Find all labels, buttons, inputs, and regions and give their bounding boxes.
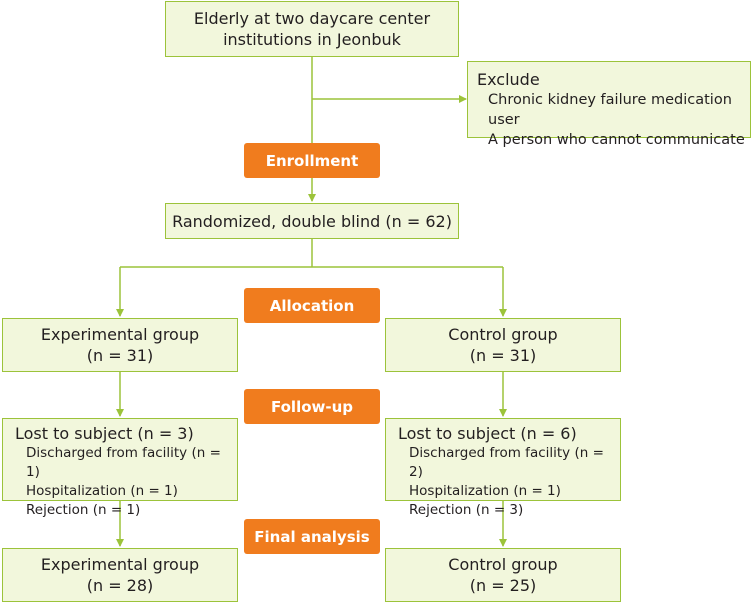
exclude-box: Exclude Chronic kidney failure medicatio… — [467, 61, 751, 148]
experimental-followup-box: Lost to subject (n = 3) Discharged from … — [2, 418, 238, 518]
lost-reason: Hospitalization (n = 1) — [26, 483, 178, 499]
group-count: (n = 25) — [469, 576, 537, 595]
exclude-title: Exclude — [477, 70, 540, 89]
experimental-allocation-box: Experimental group (n = 31) — [2, 318, 238, 372]
randomized-text: Randomized, double blind (n = 62) — [172, 211, 452, 231]
group-label: Experimental group — [40, 555, 200, 574]
group-label: Experimental group — [40, 325, 200, 344]
lost-reason: Discharged from facility (n = 2) — [409, 445, 604, 480]
source-line-2: institutions in Jeonbuk — [223, 30, 401, 49]
experimental-final-box: Experimental group (n = 28) — [2, 548, 238, 602]
lost-reason: Rejection (n = 3) — [409, 502, 524, 518]
control-final-box: Control group (n = 25) — [385, 548, 621, 602]
stage-label-followup: Follow-up — [244, 389, 380, 424]
stage-label-allocation: Allocation — [244, 288, 380, 323]
source-population-box: Elderly at two daycare center institutio… — [165, 1, 459, 57]
lost-reason: Hospitalization (n = 1) — [409, 483, 561, 499]
group-count: (n = 28) — [86, 576, 154, 595]
exclude-item: Chronic kidney failure medication user — [488, 92, 732, 128]
group-label: Control group — [448, 555, 558, 574]
lost-title: Lost to subject (n = 3) — [15, 424, 194, 443]
group-count: (n = 31) — [469, 346, 537, 365]
lost-title: Lost to subject (n = 6) — [398, 424, 577, 443]
source-line-1: Elderly at two daycare center — [193, 9, 431, 28]
exclude-item: A person who cannot communicate — [488, 132, 745, 148]
lost-reason: Discharged from facility (n = 1) — [26, 445, 221, 480]
lost-reason: Rejection (n = 1) — [26, 502, 141, 518]
stage-label-enrollment: Enrollment — [244, 143, 380, 178]
stage-label-final-analysis: Final analysis — [244, 519, 380, 554]
randomized-box: Randomized, double blind (n = 62) — [165, 203, 459, 239]
control-followup-box: Lost to subject (n = 6) Discharged from … — [385, 418, 621, 518]
group-count: (n = 31) — [86, 346, 154, 365]
control-allocation-box: Control group (n = 31) — [385, 318, 621, 372]
group-label: Control group — [448, 325, 558, 344]
